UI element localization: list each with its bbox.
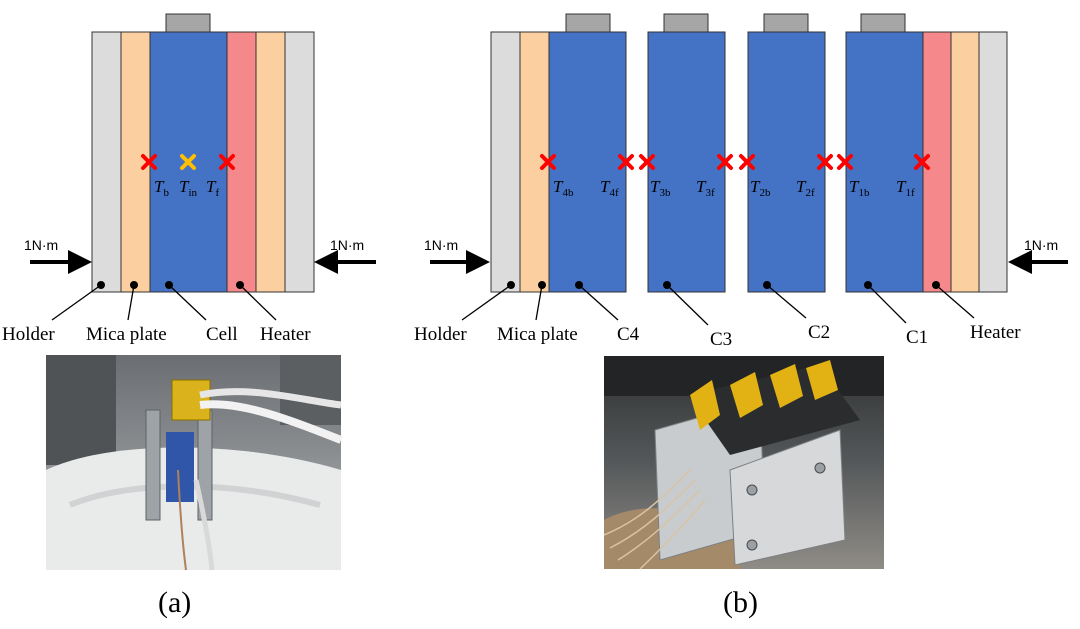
cell-tab (165, 13, 211, 33)
label-holder: Holder (2, 324, 55, 345)
thermocouple-marker (141, 154, 157, 170)
panel-b-schematic: T4b T4f T3b T3f T2b T2f T1b T1f 1N·m 1N·… (414, 13, 1068, 350)
torque-label-right: 1N·m (1024, 237, 1058, 253)
thermocouple-marker (717, 154, 733, 170)
label-c1: C1 (906, 327, 928, 348)
leader-line (578, 284, 619, 321)
temp-label: T1f (896, 177, 915, 199)
thermocouple-marker (180, 154, 196, 170)
cell-tab (663, 13, 709, 33)
leader-line (51, 284, 102, 321)
leader-line (127, 284, 135, 321)
leader-line (461, 284, 512, 321)
holder-right (284, 31, 315, 293)
caption-a: (a) (158, 586, 191, 619)
leader-line (666, 284, 709, 326)
heater (922, 31, 952, 293)
cell-c1 (845, 31, 924, 293)
mica-plate-left (519, 31, 550, 293)
leader-line (239, 284, 277, 321)
label-mica-plate: Mica plate (86, 324, 167, 345)
temp-label: T4f (600, 177, 619, 199)
label-c3: C3 (710, 329, 732, 350)
label-cell: Cell (206, 324, 238, 345)
panel-a: Tb Tin Tf 1N·m 1N·m Holder Mica plate Ce… (2, 13, 376, 619)
temp-label: Tin (179, 177, 198, 199)
cell-tab (860, 13, 906, 33)
caption-b: (b) (723, 586, 758, 619)
holder-left (91, 31, 122, 293)
holder-right (978, 31, 1008, 293)
leader-line (935, 284, 975, 319)
temp-label: T3f (696, 177, 715, 199)
label-heater: Heater (260, 324, 311, 345)
thermocouple-marker (739, 154, 755, 170)
panel-b: T4b T4f T3b T3f T2b T2f T1b T1f 1N·m 1N·… (414, 13, 1068, 619)
cell-c4 (548, 31, 627, 293)
label-holder: Holder (414, 324, 467, 345)
leader-line (867, 284, 907, 324)
panel-a-schematic: Tb Tin Tf 1N·m 1N·m Holder Mica plate Ce… (2, 13, 376, 345)
label-c2: C2 (808, 322, 830, 343)
torque-label-right: 1N·m (330, 237, 364, 253)
leader-line (766, 284, 807, 319)
leader-line (168, 284, 207, 321)
label-mica-plate: Mica plate (497, 324, 578, 345)
heater (226, 31, 257, 293)
temp-label: T2f (796, 177, 815, 199)
photo-a (46, 355, 343, 571)
thermocouple-marker (219, 154, 235, 170)
cell-tab (565, 13, 611, 33)
temp-label: T2b (750, 177, 771, 199)
holder-left (490, 31, 521, 293)
temp-label: Tb (154, 177, 169, 199)
thermocouple-marker (639, 154, 655, 170)
temp-label: T4b (553, 177, 574, 199)
temp-label: T3b (650, 177, 671, 199)
thermocouple-marker (817, 154, 833, 170)
thermocouple-marker (540, 154, 556, 170)
temp-label: Tf (206, 177, 219, 199)
photo-b (603, 356, 884, 570)
cell-c2 (747, 31, 826, 293)
thermocouple-marker (618, 154, 634, 170)
label-heater: Heater (970, 322, 1021, 343)
label-c4: C4 (617, 324, 640, 345)
mica-plate-right (255, 31, 286, 293)
thermocouple-marker (914, 154, 930, 170)
leader-line (535, 284, 543, 321)
thermocouple-marker (837, 154, 853, 170)
mica-plate-left (120, 31, 151, 293)
torque-label-left: 1N·m (24, 237, 58, 253)
mica-plate-right (950, 31, 980, 293)
cell-tab (763, 13, 809, 33)
cell-c3 (647, 31, 726, 293)
temp-label: T1b (849, 177, 870, 199)
torque-label-left: 1N·m (424, 237, 458, 253)
